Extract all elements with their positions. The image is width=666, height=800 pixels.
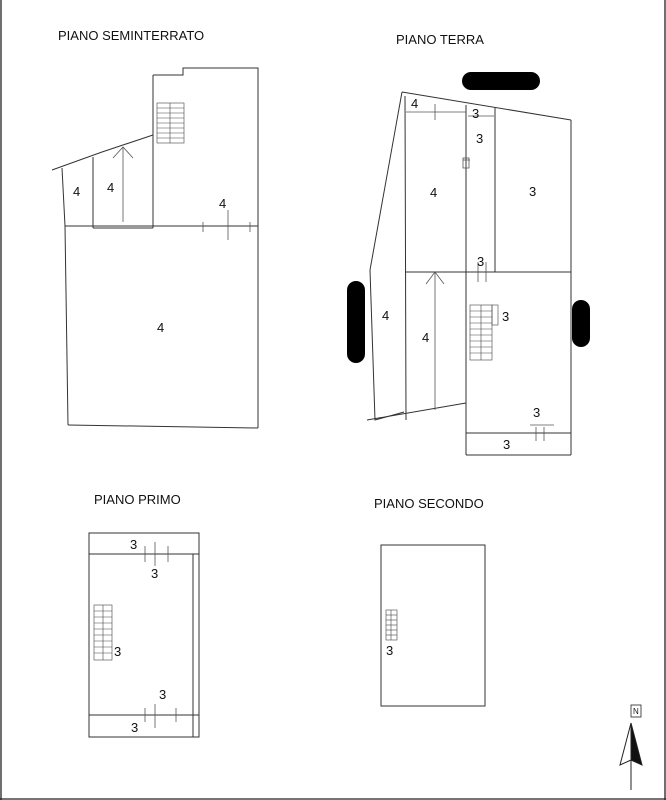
room-height-label: 3 xyxy=(503,437,510,452)
room-height-label: 4 xyxy=(107,180,114,195)
first-floor-stair-icon xyxy=(93,604,113,661)
road-marker-left xyxy=(347,281,365,363)
second-floor-stair-icon xyxy=(385,609,398,641)
ground-floor-stair-icon xyxy=(469,304,499,361)
plan-first-floor: PIANO PRIMO 3 3 3 3 xyxy=(88,492,200,738)
basement-stair-icon xyxy=(156,102,185,144)
room-height-label: 3 xyxy=(529,184,536,199)
room-height-label: 4 xyxy=(73,184,80,199)
room-height-label: 3 xyxy=(151,566,158,581)
room-height-label: 3 xyxy=(131,720,138,735)
room-height-label: 3 xyxy=(533,405,540,420)
ground-floor-title: PIANO TERRA xyxy=(396,32,484,47)
basement-title: PIANO SEMINTERRATO xyxy=(58,28,204,43)
first-floor-title: PIANO PRIMO xyxy=(94,492,181,507)
room-height-label: 4 xyxy=(430,185,437,200)
room-height-label: 3 xyxy=(159,687,166,702)
north-label: N xyxy=(633,707,639,716)
room-height-label: 3 xyxy=(502,309,509,324)
plan-ground-floor: PIANO TERRA xyxy=(347,32,590,456)
room-height-label: 3 xyxy=(386,643,393,658)
road-marker-top xyxy=(462,72,540,90)
room-height-label: 3 xyxy=(114,644,121,659)
room-height-label: 3 xyxy=(472,106,479,121)
plan-second-floor: PIANO SECONDO 3 xyxy=(374,496,486,707)
room-height-label: 4 xyxy=(219,196,226,211)
room-height-label: 3 xyxy=(130,537,137,552)
room-height-label: 3 xyxy=(476,131,483,146)
second-floor-walls xyxy=(380,544,486,707)
north-arrow-icon: N xyxy=(619,704,643,790)
ground-floor-walls xyxy=(366,91,572,456)
first-floor-walls xyxy=(88,532,200,738)
room-height-label: 3 xyxy=(477,254,484,269)
room-height-label: 4 xyxy=(411,96,418,111)
room-height-label: 4 xyxy=(422,330,429,345)
plan-basement: PIANO SEMINTERRATO xyxy=(51,28,259,429)
road-marker-right xyxy=(572,300,590,347)
basement-walls xyxy=(51,67,259,429)
room-height-label: 4 xyxy=(382,308,389,323)
second-floor-title: PIANO SECONDO xyxy=(374,496,484,511)
room-height-label: 4 xyxy=(157,320,164,335)
